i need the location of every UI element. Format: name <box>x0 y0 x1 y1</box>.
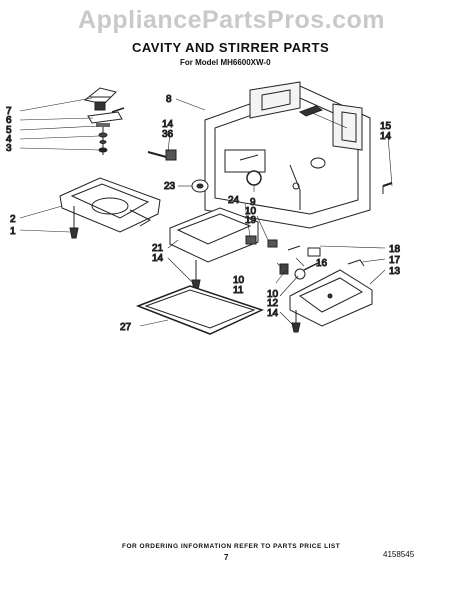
page-number: 7 <box>224 553 229 562</box>
diagram-title: CAVITY AND STIRRER PARTS <box>132 40 330 55</box>
callout-3: 3 <box>6 143 12 154</box>
callout-19: 19 <box>245 215 257 226</box>
model-subtitle: For Model MH6600XW-0 <box>180 58 271 67</box>
callout-8: 8 <box>166 94 172 105</box>
callout-16: 16 <box>316 258 328 269</box>
stirrer-tray-part-2 <box>59 177 161 239</box>
callout-2: 2 <box>10 214 16 225</box>
ordering-note: FOR ORDERING INFORMATION REFER TO PARTS … <box>122 543 341 550</box>
callout-21: 21 <box>152 243 164 254</box>
stirrer-assembly <box>83 87 125 155</box>
callout-17: 17 <box>389 255 401 266</box>
document-number: 4158545 <box>383 550 415 559</box>
leader-lines <box>19 98 393 327</box>
callout-9: 9 <box>250 197 256 208</box>
callout-1: 1 <box>10 226 16 237</box>
callout-36: 36 <box>162 129 174 140</box>
leaders-left-top <box>19 97 100 151</box>
callout-6: 6 <box>6 115 12 126</box>
callout-18: 18 <box>389 244 401 255</box>
callout-10: 10 <box>245 206 257 217</box>
callout-27: 27 <box>120 322 132 333</box>
bracket-part-13 <box>289 259 373 333</box>
callout-14: 14 <box>380 131 392 142</box>
cavity-shell <box>204 81 371 229</box>
callout-7: 7 <box>6 106 12 117</box>
callout-12: 12 <box>267 298 279 309</box>
callout-24: 24 <box>228 195 240 206</box>
callout-15: 15 <box>380 121 392 132</box>
gear-part-24 <box>246 170 262 186</box>
callout-13: 13 <box>389 266 401 277</box>
callout-14: 14 <box>267 308 279 319</box>
callout-14: 14 <box>152 253 164 264</box>
tray-part-27 <box>135 285 265 335</box>
callout-5: 5 <box>6 125 12 136</box>
knob-part-23 <box>191 179 209 193</box>
screw-part-15 <box>382 182 393 194</box>
callout-4: 4 <box>6 134 12 145</box>
callout-14: 14 <box>162 119 174 130</box>
callout-10: 10 <box>267 289 279 300</box>
callout-11: 11 <box>233 285 244 296</box>
site-watermark: AppliancePartsPros.com <box>78 6 385 34</box>
callout-10: 10 <box>233 275 245 286</box>
screw-part-36 <box>147 149 177 161</box>
callout-23: 23 <box>164 181 176 192</box>
